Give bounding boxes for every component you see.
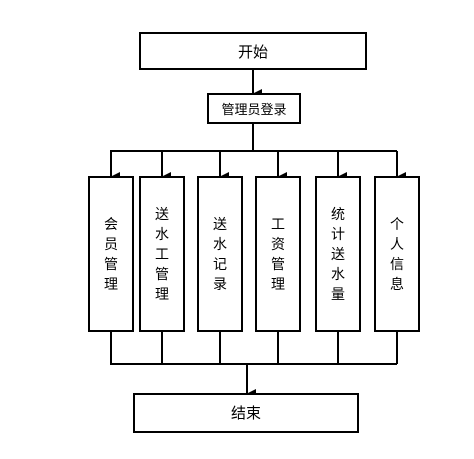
module-box-6 <box>374 176 420 332</box>
end-label: 结束 <box>231 404 261 422</box>
start-label: 开始 <box>238 43 268 61</box>
module-label-5: 统计送水量 <box>331 207 345 303</box>
module-label-4: 工资管理 <box>271 217 285 293</box>
module-box-3 <box>197 176 243 332</box>
module-label-6: 个人信息 <box>390 217 404 293</box>
end-node: 结束 <box>133 393 359 433</box>
module-nodes: 会员管理 送水工管理 送水记录 工资管理 统计送水量 个人信息 <box>88 151 420 364</box>
login-label: 管理员登录 <box>221 103 286 118</box>
module-label-2: 送水工管理 <box>155 207 169 303</box>
module-label-3: 送水记录 <box>213 217 227 293</box>
login-node: 管理员登录 <box>207 93 301 124</box>
module-box-4 <box>255 176 301 332</box>
module-label-1: 会员管理 <box>104 217 118 293</box>
module-box-5 <box>315 176 361 332</box>
module-box-2 <box>139 176 185 332</box>
start-node: 开始 <box>139 32 367 70</box>
module-box-1 <box>88 176 134 332</box>
